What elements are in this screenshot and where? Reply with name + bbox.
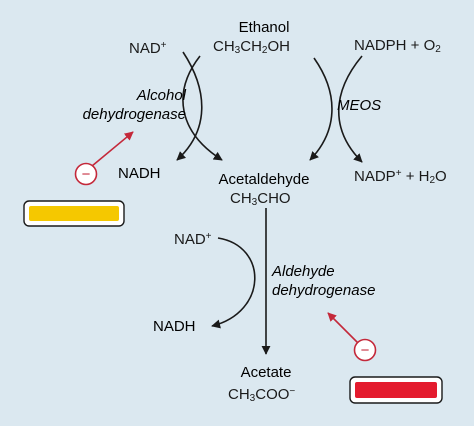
aldh-arc-cofactor: [211, 237, 256, 329]
substrate-ethanol-name: Ethanol: [239, 19, 290, 36]
enzyme-adh-line2: dehydrogenase: [83, 106, 186, 123]
cofactor-nadp-h2o: NADP+ + H2O: [354, 168, 447, 186]
substrate-acetaldehyde-name: Acetaldehyde: [219, 171, 310, 188]
meos-arc-cofactor: [337, 55, 363, 163]
enzyme-aldh-line1: Aldehyde: [271, 263, 335, 280]
cofactor-nadph-o2: NADPH + O2: [354, 37, 441, 55]
enzyme-aldh-line2: dehydrogenase: [272, 282, 375, 299]
substrate-acetate-name: Acetate: [241, 364, 292, 381]
substrate-acetaldehyde-formula: CH3CHO: [230, 190, 291, 208]
enzyme-meos: MEOS: [337, 97, 381, 114]
inhibitor-symbol-right: −: [361, 342, 370, 359]
meos-arc-main: [309, 57, 333, 161]
cofactor-nadh-top: NADH: [118, 165, 161, 182]
adh-arc-cofactor: [176, 51, 203, 161]
substrate-ethanol-formula: CH3CH2OH: [213, 38, 290, 56]
enzyme-adh-line1: Alcohol: [136, 87, 187, 104]
inhibitor-circle-right: [353, 338, 377, 362]
inhibitor-circle-left: [74, 162, 98, 186]
cofactor-nad-top: NAD+: [129, 40, 167, 57]
inhibitor-bar-red-fill: [355, 382, 437, 398]
inhibitor-arrow-left: [91, 131, 134, 167]
inhibitor-arrow-right: [327, 312, 359, 344]
cofactor-nad-mid: NAD+: [174, 231, 212, 248]
substrate-acetate-formula: CH3COO−: [228, 386, 296, 404]
inhibitor-symbol-left: −: [82, 166, 91, 183]
inhibitor-bar-yellow-fill: [29, 206, 119, 221]
cofactor-nadh-mid: NADH: [153, 318, 196, 335]
